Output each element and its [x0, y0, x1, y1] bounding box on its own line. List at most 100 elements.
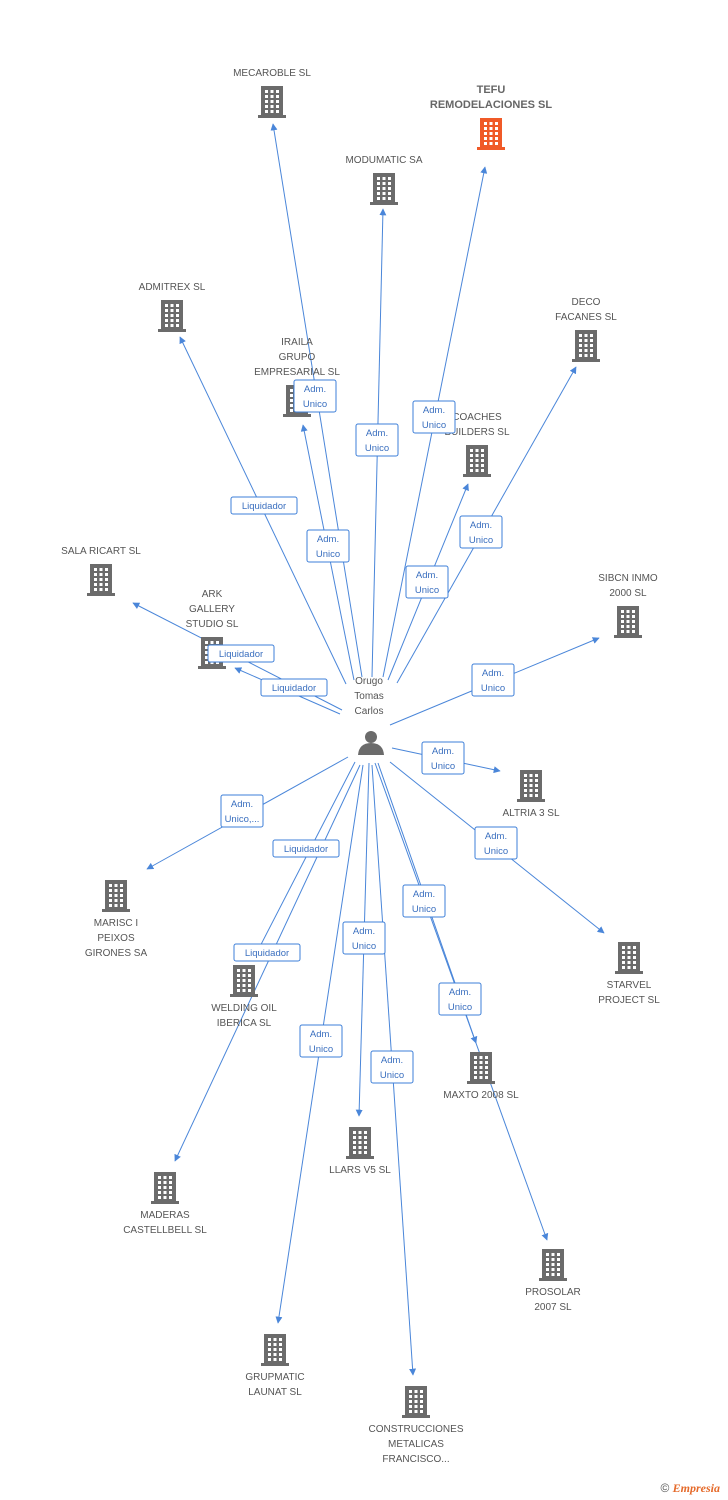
building-icon [151, 1172, 179, 1204]
company-label: WELDING OIL [211, 1003, 277, 1014]
person-name: Tomas [354, 691, 383, 702]
relation-label-admitrex[interactable]: Liquidador [230, 496, 298, 515]
relation-label-sala[interactable]: Liquidador [207, 644, 275, 663]
relation-text: Unico [431, 761, 455, 772]
relation-text: Unico [412, 904, 436, 915]
relation-label-maxto[interactable]: Adm.Unico [402, 884, 446, 918]
relation-text: Liquidador [245, 948, 289, 959]
building-icon [370, 173, 398, 205]
company-label: PROSOLAR [525, 1287, 581, 1298]
relation-text: Unico [365, 443, 389, 454]
company-label: MECAROBLE SL [233, 68, 311, 79]
person-icon [358, 731, 384, 755]
relation-text: Liquidador [284, 844, 328, 855]
company-node-admitrex[interactable]: ADMITREX SL [139, 282, 206, 332]
relation-label-iraila[interactable]: Adm.Unico [306, 529, 350, 563]
relation-label-starvel[interactable]: Adm.Unico [474, 826, 518, 860]
relation-text: Liquidador [242, 501, 286, 512]
company-node-modumatic[interactable]: MODUMATIC SA [345, 155, 423, 205]
company-node-sala[interactable]: SALA RICART SL [61, 546, 141, 596]
company-label: FRANCISCO... [382, 1454, 449, 1465]
relation-text: Adm. [366, 428, 388, 439]
relation-text: Liquidador [219, 649, 263, 660]
edge-maderas [174, 764, 361, 1162]
relation-label-llars[interactable]: Adm. Unico [342, 921, 386, 955]
relation-label-marisc[interactable]: Adm. Unico,... [220, 794, 264, 828]
company-label: CONSTRUCCIONES [368, 1424, 463, 1435]
relation-label-grupmatic[interactable]: Adm. Unico [299, 1024, 343, 1058]
building-icon [467, 1052, 495, 1084]
building-icon [572, 330, 600, 362]
relation-label-mecaroble[interactable]: Adm.Unico [293, 379, 337, 413]
company-label: MARISC I [94, 918, 138, 929]
company-label: GIRONES SA [85, 948, 148, 959]
relation-label-maderas[interactable]: Liquidador [233, 943, 301, 962]
company-label: LAUNAT SL [248, 1387, 302, 1398]
company-label: STARVEL [607, 980, 652, 991]
relation-text: Unico [352, 941, 376, 952]
company-label: GALLERY [189, 604, 235, 615]
building-icon [614, 606, 642, 638]
relation-text: Adm. [353, 926, 375, 937]
company-node-maxto[interactable]: MAXTO 2008 SL [443, 1052, 519, 1101]
relation-text: Adm. [381, 1055, 403, 1066]
relation-label-modumatic[interactable]: Adm. Unico [355, 423, 399, 457]
relation-text: Unico [309, 1044, 333, 1055]
relation-label-tefu[interactable]: Adm.Unico [412, 400, 456, 434]
relation-label-welding[interactable]: Liquidador [272, 839, 340, 858]
company-label: TEFU [477, 84, 506, 96]
relation-text: Adm. [310, 1029, 332, 1040]
relation-label-altria[interactable]: Adm.Unico [421, 741, 465, 775]
relation-label-sibcn[interactable]: Adm.Unico [471, 663, 515, 697]
building-icon [230, 965, 258, 997]
company-label: SALA RICART SL [61, 546, 141, 557]
relation-label-deco[interactable]: Adm.Unico [459, 515, 503, 549]
relation-text: Unico [415, 585, 439, 596]
footer-brand[interactable]: © Empresia [660, 1481, 720, 1496]
relation-text: Unico [380, 1070, 404, 1081]
company-label: ALTRIA 3 SL [502, 808, 560, 819]
person-name: Orugo [355, 676, 383, 687]
company-label: PEIXOS [97, 933, 135, 944]
company-label: 2000 SL [609, 588, 647, 599]
relation-label-ark[interactable]: Liquidador [260, 678, 328, 697]
building-icon [261, 1334, 289, 1366]
relation-text: Adm. [231, 799, 253, 810]
company-label: STUDIO SL [186, 619, 239, 630]
company-label: MAXTO 2008 SL [443, 1090, 519, 1101]
building-icon [87, 564, 115, 596]
relation-label-prosolar[interactable]: Adm.Unico [438, 982, 482, 1016]
relation-label-coaches[interactable]: Adm.Unico [405, 565, 449, 599]
building-icon [402, 1386, 430, 1418]
company-node-marisc[interactable]: MARISC I PEIXOS GIRONES SA [85, 880, 148, 959]
company-label: EMPRESARIAL SL [254, 367, 340, 378]
relation-text: Unico [481, 683, 505, 694]
relation-text: Liquidador [272, 683, 316, 694]
company-label: METALICAS [388, 1439, 444, 1450]
building-icon [346, 1127, 374, 1159]
company-node-llars[interactable]: LLARS V5 SL [329, 1127, 391, 1176]
company-node-altria[interactable]: ALTRIA 3 SL [502, 770, 560, 819]
company-node-construcciones[interactable]: CONSTRUCCIONES METALICAS FRANCISCO... [368, 1386, 464, 1465]
building-icon [517, 770, 545, 802]
relation-text: Unico,... [225, 814, 260, 825]
relation-text: Adm. [423, 405, 445, 416]
building-icon [158, 300, 186, 332]
building-icon [102, 880, 130, 912]
relation-text: Adm. [304, 384, 326, 395]
company-label: CASTELLBELL SL [123, 1225, 207, 1236]
relation-label-construcciones[interactable]: Adm. Unico [370, 1050, 414, 1084]
empresia-logo: Empresia [672, 1481, 720, 1495]
relation-text: Unico [469, 535, 493, 546]
company-node-mecaroble[interactable]: MECAROBLE SL [233, 68, 311, 118]
